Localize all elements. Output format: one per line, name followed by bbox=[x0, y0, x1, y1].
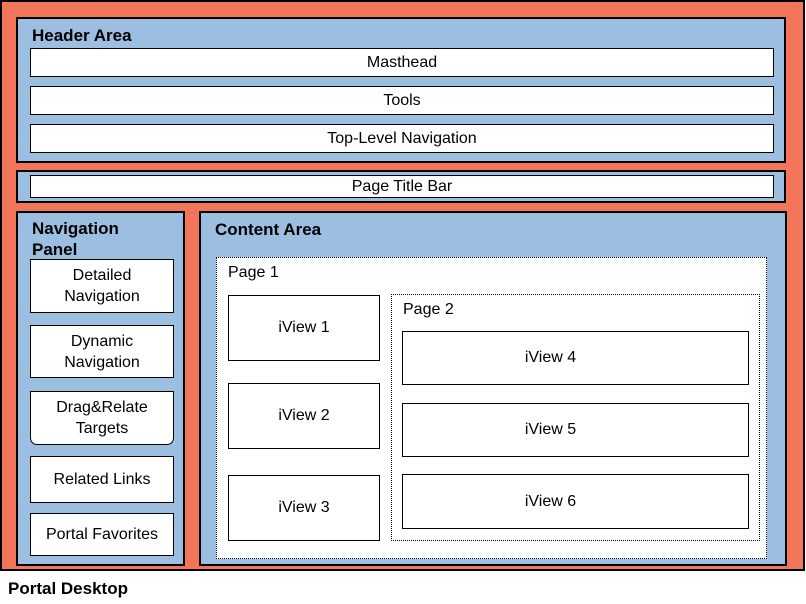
nav-item-label: Dynamic Navigation bbox=[64, 332, 140, 371]
page-title-bar-section: Page Title Bar bbox=[16, 170, 786, 203]
nav-item-dynamic-navigation: Dynamic Navigation bbox=[30, 325, 174, 378]
navigation-panel-title: Navigation Panel bbox=[32, 219, 119, 259]
nav-item-drag-relate-targets: Drag&Relate Targets bbox=[30, 391, 174, 445]
header-area-title: Header Area bbox=[32, 26, 132, 45]
header-area-section: Header Area Masthead Tools Top-Level Nav… bbox=[16, 17, 786, 163]
page1-container: Page 1 iView 1 iView 2 iView 3 Page 2 iV… bbox=[216, 257, 767, 559]
page1-label: Page 1 bbox=[228, 264, 279, 281]
page-title-bar: Page Title Bar bbox=[30, 175, 774, 198]
nav-item-label: Related Links bbox=[53, 471, 151, 488]
nav-item-related-links: Related Links bbox=[30, 456, 174, 503]
tools-bar: Tools bbox=[30, 86, 774, 115]
iview-5: iView 5 bbox=[402, 403, 749, 457]
iview-1: iView 1 bbox=[228, 295, 380, 361]
navigation-panel-section: Navigation Panel Detailed Navigation Dyn… bbox=[16, 211, 185, 566]
content-area-title: Content Area bbox=[215, 220, 322, 239]
nav-item-portal-favorites: Portal Favorites bbox=[30, 513, 174, 556]
nav-item-label: Portal Favorites bbox=[45, 526, 159, 543]
iview-4: iView 4 bbox=[402, 331, 749, 385]
masthead-bar: Masthead bbox=[30, 48, 774, 77]
portal-desktop-label: Portal Desktop bbox=[8, 579, 128, 598]
iview-3: iView 3 bbox=[228, 475, 380, 541]
iview-6: iView 6 bbox=[402, 474, 749, 529]
portal-desktop-frame: Header Area Masthead Tools Top-Level Nav… bbox=[0, 0, 805, 571]
nav-item-label: Detailed Navigation bbox=[64, 267, 140, 305]
page2-label: Page 2 bbox=[403, 301, 454, 318]
iview-2: iView 2 bbox=[228, 383, 380, 449]
nav-item-label: Drag&Relate Targets bbox=[56, 399, 148, 437]
nav-item-detailed-navigation: Detailed Navigation bbox=[30, 259, 174, 313]
content-area-section: Content Area Page 1 iView 1 iView 2 iVie… bbox=[199, 211, 787, 566]
top-level-navigation-bar: Top-Level Navigation bbox=[30, 124, 774, 153]
page2-container: Page 2 iView 4 iView 5 iView 6 bbox=[391, 294, 760, 541]
